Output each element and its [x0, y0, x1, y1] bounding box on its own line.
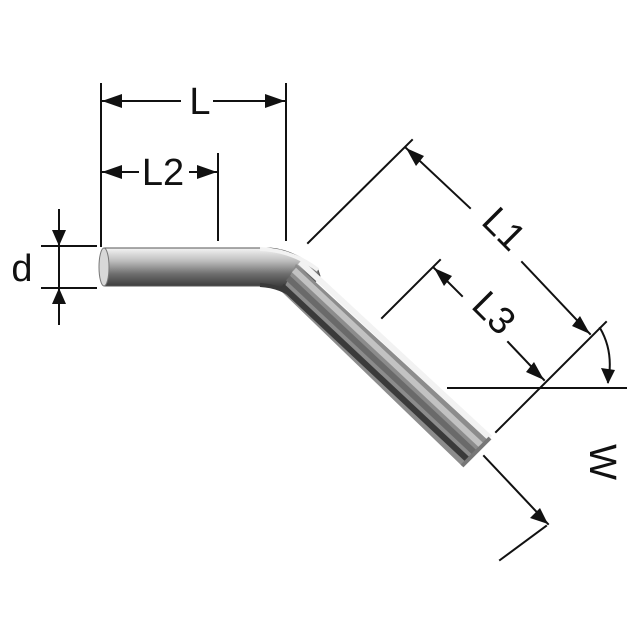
pipe-right-end	[460, 436, 492, 468]
label-l: L	[189, 81, 210, 123]
pipe	[98, 247, 493, 468]
label-l3: L3	[464, 284, 524, 344]
dimension-d: d	[11, 209, 66, 325]
pipe-left-end	[98, 247, 110, 287]
label-l1: L1	[474, 200, 534, 260]
dimension-l: L	[100, 81, 287, 123]
dimension-l2: L2	[100, 152, 219, 194]
dimension-l3: L3	[432, 266, 546, 382]
label-w: W	[581, 444, 623, 480]
label-d: d	[11, 248, 32, 290]
label-l2: L2	[142, 152, 184, 194]
dimension-w: W	[498, 326, 623, 562]
